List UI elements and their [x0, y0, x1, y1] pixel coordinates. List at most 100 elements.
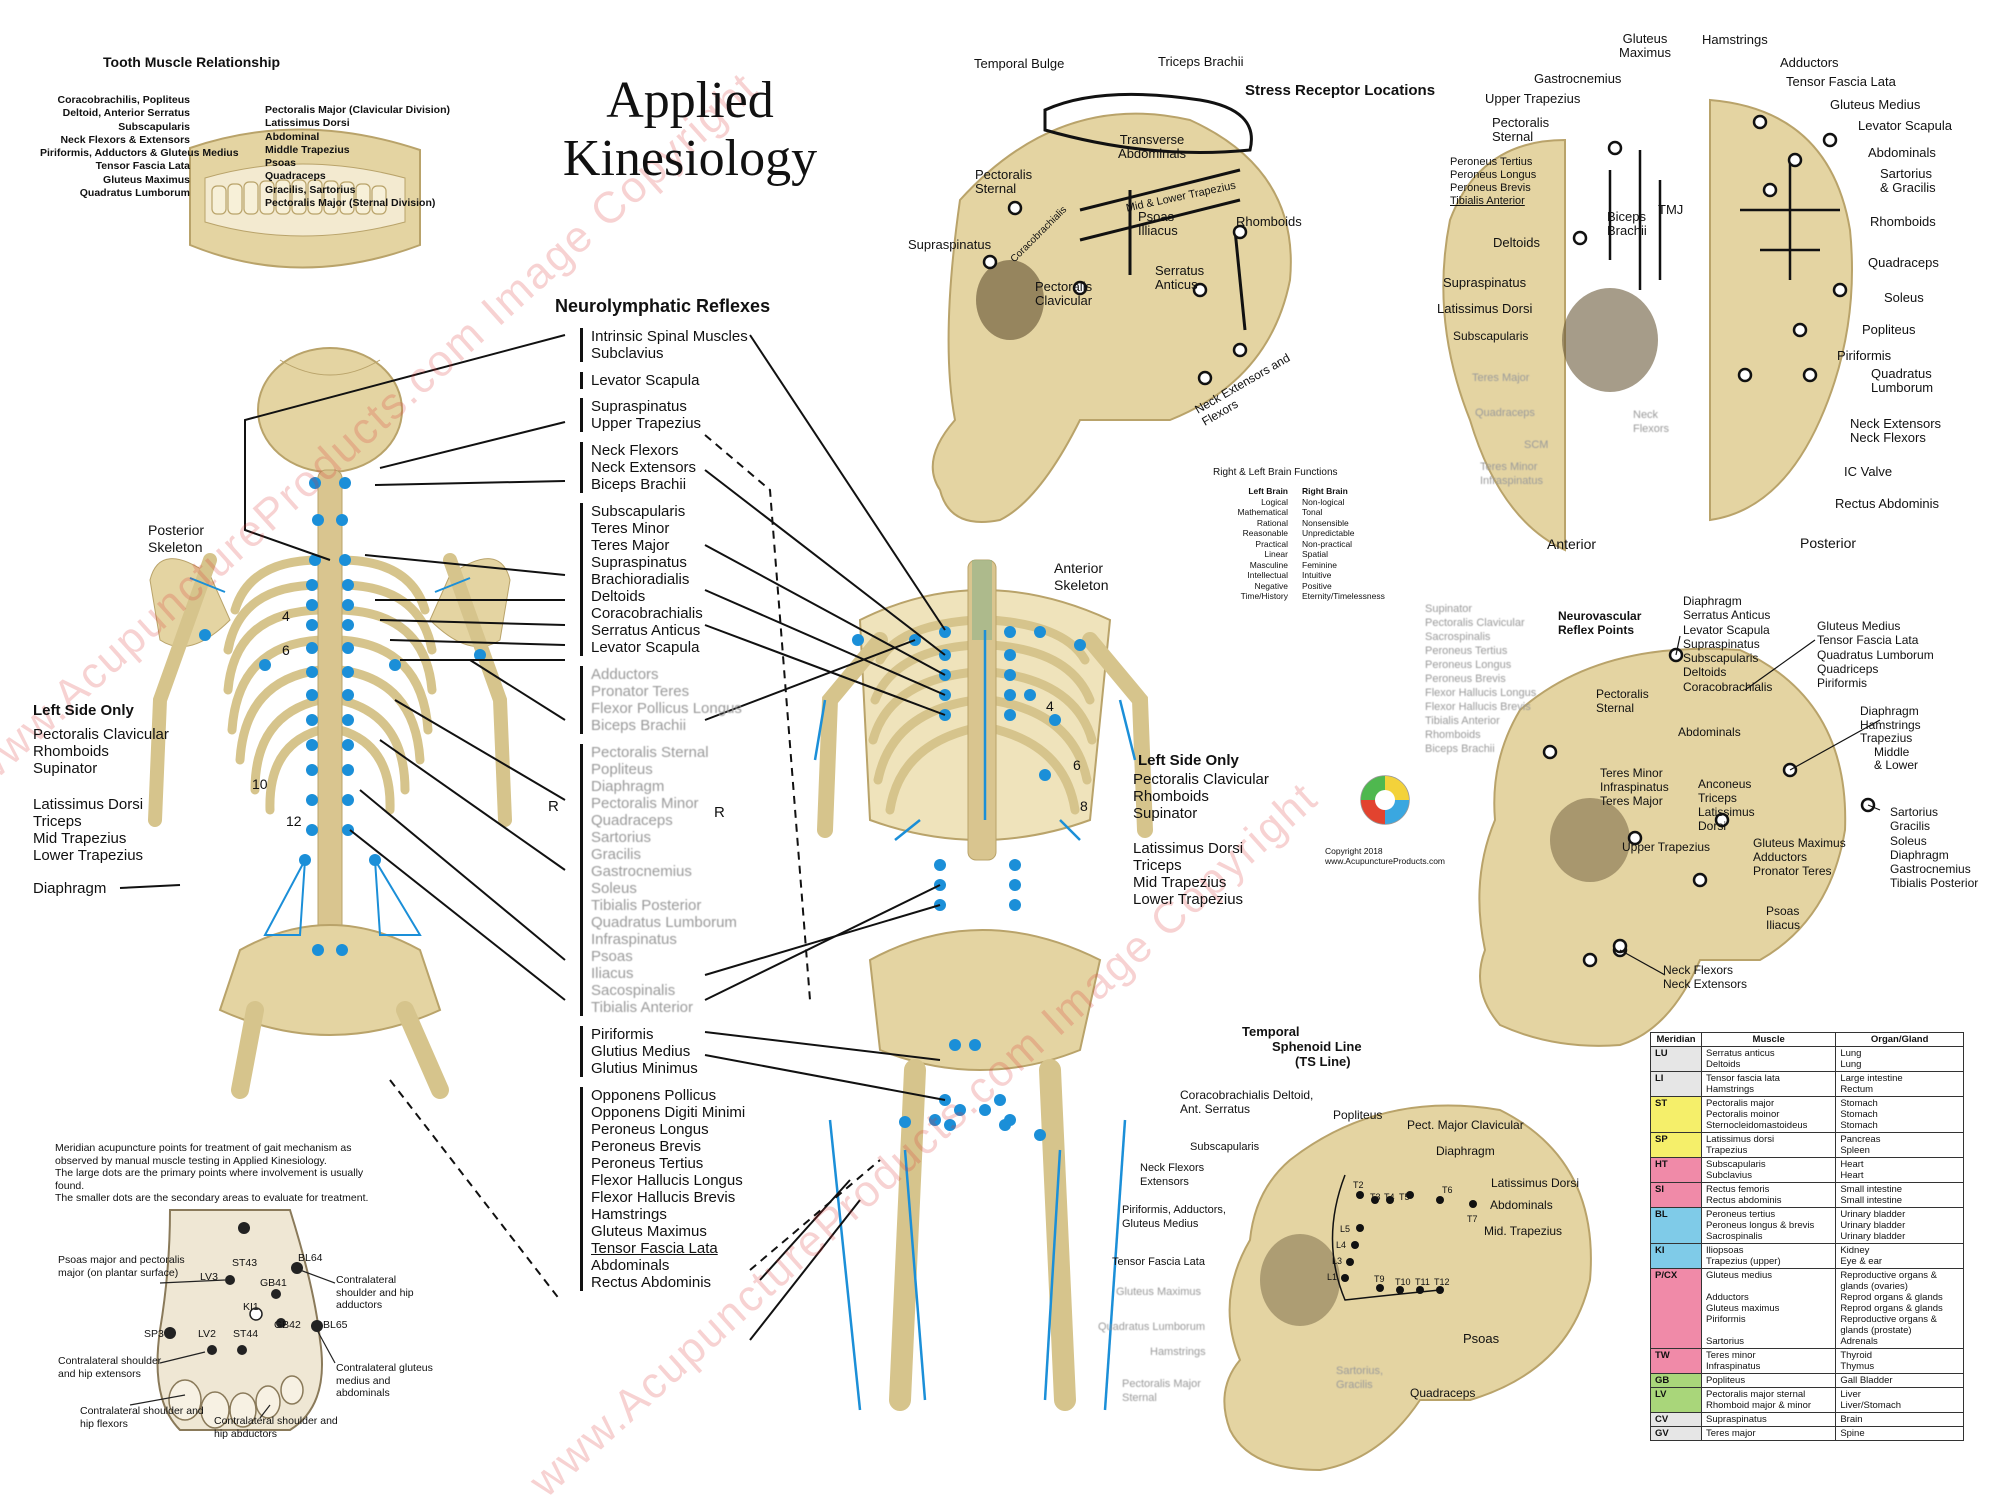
tooth-left-labels: Coracobrachilis, Popliteus Deltoid, Ante… [40, 94, 239, 200]
nv-inner-label: Pectoralis Sternal [1596, 687, 1649, 715]
meridian-organ: Reproductive organs & glands (ovaries) R… [1835, 1268, 1964, 1349]
foot-label: Contralateral shoulder and hip abductors [214, 1415, 338, 1440]
meridian-code: LI [1650, 1071, 1702, 1097]
reflex-muscle: Neck Flexors [591, 442, 679, 459]
meridian-muscle: Iliopsoas Trapezius (upper) [1700, 1243, 1837, 1269]
meridian-organ: Small intestine Small intestine [1835, 1182, 1964, 1208]
ts-label: Sartorius, Gracilis [1336, 1365, 1384, 1391]
meridian-muscle: Latissimus dorsi Trapezius [1700, 1132, 1837, 1158]
ts-heading-line: (TS Line) [1294, 1054, 1351, 1069]
meridian-muscle: Serratus anticus Deltoids [1700, 1046, 1837, 1072]
nv-item: Peroneus Tertius [1425, 645, 1508, 657]
tooth-label: Quadraceps [265, 170, 326, 183]
brain-item: Practical [1255, 538, 1288, 549]
muscle-label: Latissimus Dorsi [1133, 840, 1244, 857]
left-side-heading-anterior: Left Side Only [1138, 752, 1239, 769]
nv-item: Rhomboids [1425, 729, 1481, 741]
muscle-label: Mid Trapezius [33, 830, 127, 847]
muscle-label: Lower Trapezius [1133, 891, 1244, 908]
brain-item: Unpredictable [1302, 528, 1355, 538]
reflex-muscle: Tensor Fascia Lata [591, 1240, 718, 1257]
muscle-label: Latissimus Dorsi [33, 796, 144, 813]
reflex-muscle: Biceps Brachii [591, 717, 687, 734]
vertebra-label: L3 [1332, 1256, 1343, 1266]
tooth-label: Pectoralis Major (Clavicular Division) [265, 104, 450, 116]
foot-description: Meridian acupuncture points for treatmen… [55, 1142, 368, 1205]
skull-label: Gluteus Maximus [1618, 31, 1671, 60]
muscle-label: Rhomboids [1133, 788, 1209, 805]
brain-item: Nonsensible [1302, 517, 1349, 528]
skull-label: Soleus [1884, 290, 1924, 305]
reflex-muscle: Quadraceps [591, 812, 673, 829]
nv-item: Trapezius [1860, 731, 1913, 745]
muscle-label: Triceps [33, 813, 82, 830]
stress-label: Transverse Abdominals [1118, 132, 1186, 161]
nv-item: Tibialis Posterior [1890, 876, 1979, 891]
rib-number: 6 [282, 642, 290, 658]
meridian-muscle: Rectus femoris Rectus abdominis [1700, 1182, 1837, 1208]
reflex-muscle: Flexor Hallucis Longus [591, 1172, 743, 1189]
skull-label: Upper Trapezius [1485, 91, 1581, 106]
muscle-label: Triceps [1133, 857, 1182, 874]
reflex-muscle: Neck Extensors [591, 459, 697, 476]
nv-item: Coracobrachialis [1683, 679, 1773, 694]
reflex-muscle: Supraspinatus [591, 398, 687, 415]
ts-label: Pect. Major Clavicular [1407, 1118, 1524, 1132]
skull-label: Biceps Brachii [1607, 209, 1647, 238]
reflex-muscle: Tibialis Anterior [591, 999, 693, 1016]
reflex-muscle: Intrinsic Spinal Muscles [591, 328, 748, 345]
reflex-muscle: Levator Scapula [591, 639, 700, 656]
tooth-right-labels: Pectoralis Major (Clavicular Division) L… [265, 104, 450, 210]
reflex-muscle: Sacospinalis [591, 982, 676, 999]
ak-logo [1360, 775, 1410, 825]
ts-label: Abdominals [1490, 1198, 1553, 1212]
brain-item: Positive [1302, 580, 1332, 591]
skull-label: Abdominals [1868, 145, 1936, 160]
stress-label: Serratus Anticus [1155, 263, 1205, 292]
meridian-code: P/CX [1650, 1268, 1702, 1349]
nv-item: Sartorius [1890, 805, 1939, 819]
nv-item: Gastrocnemius [1890, 862, 1971, 877]
brain-item: Negative [1254, 580, 1288, 591]
anterior-skeleton-label: Anterior Skeleton [1054, 560, 1109, 593]
diaphragm-label: Diaphragm [33, 880, 107, 897]
skull-label-group: Peroneus Tertius Peroneus Longus Peroneu… [1450, 156, 1536, 208]
reflex-connector-lines [119, 334, 946, 1341]
nv-inner-label: Gluteus Maximus Adductors Pronator Teres [1753, 836, 1846, 878]
tooth-label: Psoas [265, 157, 296, 170]
anterior-skull-label: Anterior [1547, 536, 1597, 552]
acupoint-label: SP3 [144, 1328, 164, 1340]
vertebra-label: T7 [1467, 1214, 1478, 1224]
reflex-muscle: Diaphragm [591, 778, 665, 795]
stress-label: Triceps Brachii [1158, 54, 1244, 69]
meridian-organ: Brain [1835, 1412, 1964, 1427]
meridian-code: SP [1650, 1132, 1702, 1158]
ts-label: Gluteus Maximus [1116, 1286, 1201, 1298]
acupoint-label: GB41 [260, 1277, 287, 1289]
nv-inner-label: Teres Minor Infraspinatus Teres Major [1600, 766, 1669, 808]
meridian-code: KI [1650, 1243, 1702, 1269]
neurovascular-right-low: Sartorius Gracilis Soleus Diaphragm Gast… [1890, 805, 1978, 891]
copyright-line: www.AcupunctureProducts.com [1325, 856, 1445, 866]
reflex-muscle: Supraspinatus [591, 554, 687, 571]
ts-label: Tensor Fascia Lata [1112, 1256, 1205, 1268]
brain-item: Non-logical [1302, 496, 1345, 507]
neurovascular-right-top: Gluteus Medius Tensor Fascia Lata Quadra… [1817, 619, 1934, 690]
meridian-muscle: Teres major [1700, 1426, 1837, 1441]
ts-label: Quadratus Lumborum [1098, 1321, 1205, 1333]
table-header-row: Meridian Muscle Organ/Gland [1650, 1032, 1964, 1047]
reflex-muscle: Gluteus Maximus [591, 1223, 707, 1240]
ts-label: Latissimus Dorsi [1491, 1176, 1580, 1190]
tooth-label: Middle Trapezius [265, 143, 350, 156]
nv-item: Diaphragm [1683, 594, 1742, 608]
reflex-muscle: Peroneus Tertius [591, 1155, 704, 1172]
nv-item: Piriformis [1817, 676, 1867, 691]
muscle-label: Supinator [33, 760, 98, 777]
meridian-organ: Urinary bladder Urinary bladder Urinary … [1835, 1207, 1964, 1244]
